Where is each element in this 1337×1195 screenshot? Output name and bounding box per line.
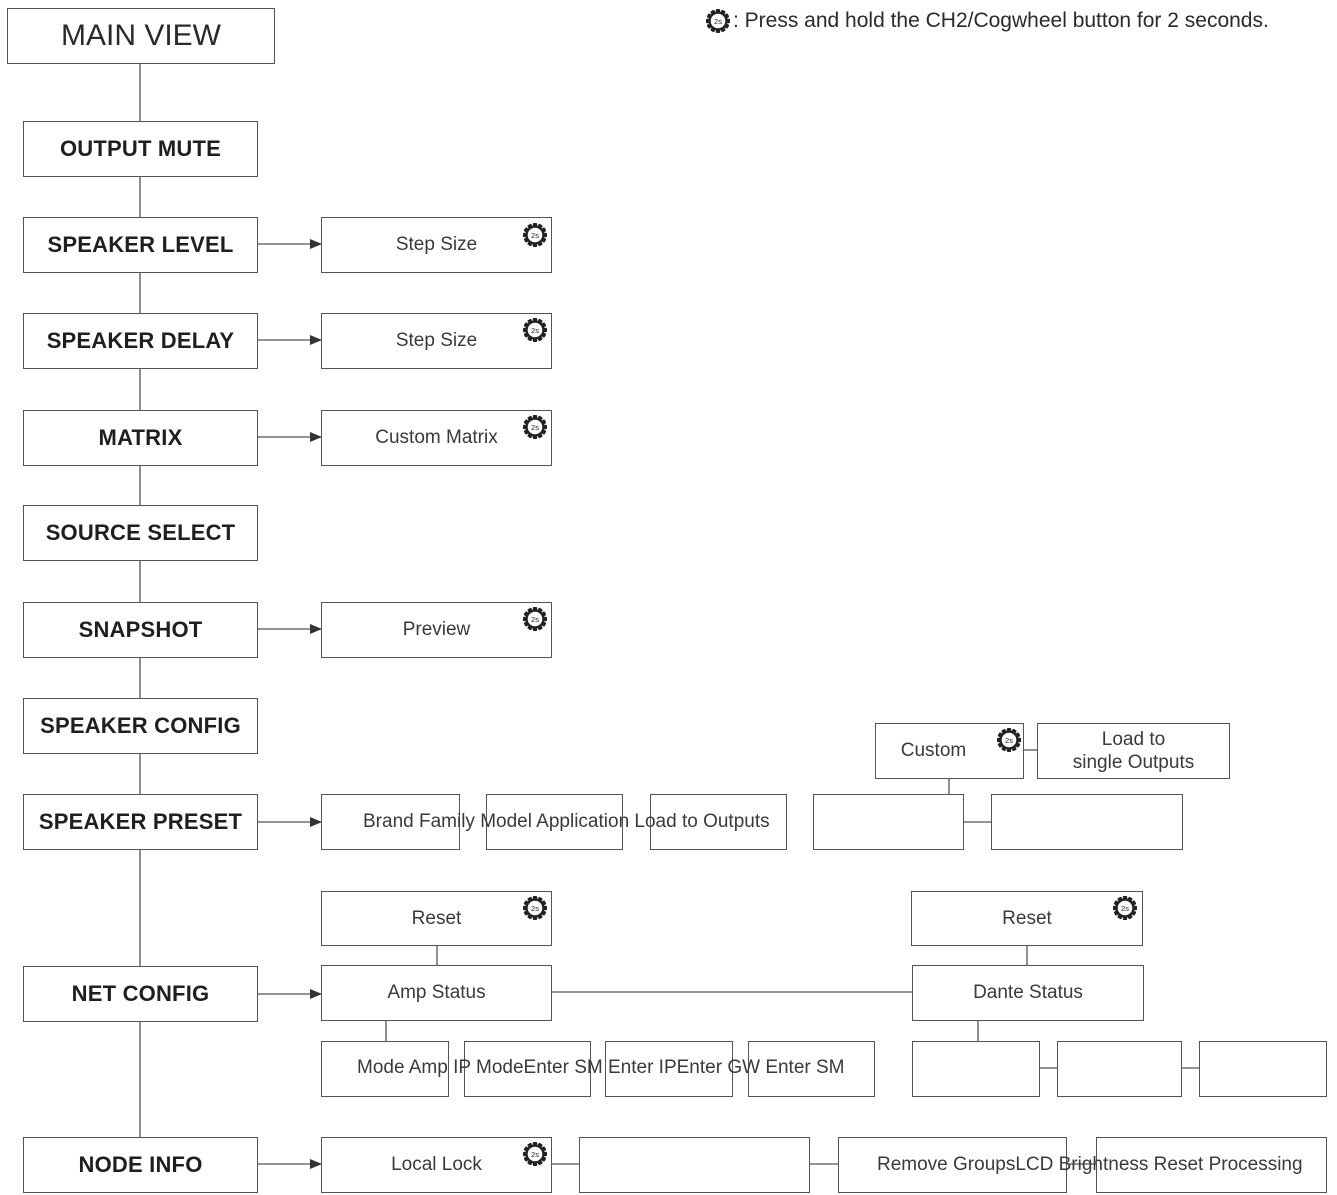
menu-snapshot[interactable]: SNAPSHOT [23, 602, 258, 658]
cogwheel-2s-icon: 2s [996, 727, 1022, 753]
net-dante-box-3[interactable] [1199, 1041, 1327, 1097]
menu-matrix[interactable]: MATRIX [23, 410, 258, 466]
node-reset-processing-box[interactable] [1096, 1137, 1327, 1193]
main-view-box[interactable]: MAIN VIEW [7, 8, 275, 64]
net-reset-left[interactable]: Reset [321, 891, 552, 946]
menu-speaker-config[interactable]: SPEAKER CONFIG [23, 698, 258, 754]
menu-speaker-level[interactable]: SPEAKER LEVEL [23, 217, 258, 273]
cogwheel-2s-icon: 2s [522, 222, 548, 248]
preset-family-model-box[interactable] [486, 794, 623, 850]
net-enter-gw-box[interactable] [748, 1041, 875, 1097]
menu-speaker-preset[interactable]: SPEAKER PRESET [23, 794, 258, 850]
snapshot-preview[interactable]: Preview [321, 602, 552, 658]
net-dante-status-label: Dante Status [973, 982, 1083, 1003]
svg-text:2s: 2s [531, 423, 539, 432]
legend: 2s : Press and hold the CH2/Cogwheel but… [705, 8, 1269, 34]
svg-text:2s: 2s [531, 231, 539, 240]
legend-text: : Press and hold the CH2/Cogwheel button… [733, 9, 1269, 32]
preset-custom-label: Custom [900, 740, 967, 761]
cogwheel-2s-icon: 2s [522, 895, 548, 921]
node-remove-groups-box[interactable] [838, 1137, 1067, 1193]
svg-text:2s: 2s [714, 17, 722, 26]
cogwheel-2s-icon: 2s [522, 1141, 548, 1167]
load-single-line2: single Outputs [1072, 752, 1195, 773]
net-dante-box-1[interactable] [912, 1041, 1040, 1097]
menu-output-mute[interactable]: OUTPUT MUTE [23, 121, 258, 177]
preset-chain-text: Brand Family Model Application Load to O… [363, 811, 770, 832]
load-single-line1: Load to [1101, 729, 1166, 750]
preset-load-to-outputs-box[interactable] [813, 794, 964, 850]
speaker-level-step-size-label: Step Size [395, 234, 478, 255]
menu-node-info[interactable]: NODE INFO [23, 1137, 258, 1193]
net-reset-right-label: Reset [1002, 907, 1052, 929]
node-chain-text: Remove GroupsLCD Brightness Reset Proces… [877, 1154, 1303, 1175]
preset-custom[interactable]: Custom [875, 723, 1024, 779]
preset-load-single-outputs[interactable]: Load to single Outputs [1037, 723, 1230, 779]
snapshot-preview-label: Preview [402, 619, 471, 640]
cogwheel-2s-icon: 2s [522, 317, 548, 343]
preset-brand-box[interactable] [321, 794, 460, 850]
net-dante-box-2[interactable] [1057, 1041, 1182, 1097]
cogwheel-2s-icon: 2s [522, 414, 548, 440]
net-reset-left-label: Reset [411, 907, 462, 929]
net-enter-sm-box[interactable] [605, 1041, 733, 1097]
menu-source-select[interactable]: SOURCE SELECT [23, 505, 258, 561]
cogwheel-2s-icon: 2s [705, 8, 731, 34]
net-amp-chain-text: Mode Amp IP ModeEnter SM Enter IPEnter G… [357, 1057, 845, 1078]
net-mode-box[interactable] [321, 1041, 449, 1097]
speaker-delay-step-size[interactable]: Step Size [321, 313, 552, 369]
cogwheel-2s-icon: 2s [522, 606, 548, 632]
matrix-custom-matrix[interactable]: Custom Matrix [321, 410, 552, 466]
svg-text:2s: 2s [531, 904, 539, 913]
svg-text:2s: 2s [531, 615, 539, 624]
net-amp-ip-box[interactable] [464, 1041, 591, 1097]
preset-empty-box[interactable] [991, 794, 1183, 850]
svg-text:2s: 2s [531, 326, 539, 335]
net-amp-status-label: Amp Status [387, 982, 486, 1003]
cogwheel-2s-icon: 2s [1112, 895, 1138, 921]
node-local-lock-label: Local Lock [391, 1154, 482, 1175]
svg-text:2s: 2s [1005, 736, 1013, 745]
menu-net-config[interactable]: NET CONFIG [23, 966, 258, 1022]
speaker-level-step-size[interactable]: Step Size [321, 217, 552, 273]
node-empty-box[interactable] [579, 1137, 810, 1193]
preset-application-box[interactable] [650, 794, 787, 850]
net-dante-status[interactable]: Dante Status [912, 965, 1144, 1021]
speaker-delay-step-size-label: Step Size [395, 330, 478, 351]
svg-text:2s: 2s [1121, 904, 1129, 913]
svg-text:2s: 2s [531, 1150, 539, 1159]
matrix-custom-matrix-label: Custom Matrix [375, 427, 498, 448]
net-amp-status[interactable]: Amp Status [321, 965, 552, 1021]
net-reset-right[interactable]: Reset [911, 891, 1143, 946]
menu-speaker-delay[interactable]: SPEAKER DELAY [23, 313, 258, 369]
node-local-lock[interactable]: Local Lock [321, 1137, 552, 1193]
